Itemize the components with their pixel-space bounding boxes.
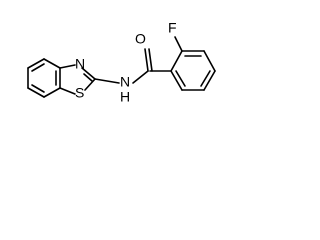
thiazole-ring bbox=[59, 64, 96, 95]
fluorine-label: F bbox=[168, 20, 177, 36]
benzothiazole-benzene-ring bbox=[27, 58, 61, 98]
ring-nitrogen-label: N bbox=[75, 56, 85, 72]
sulfur-label: S bbox=[75, 85, 84, 101]
molecule-structure: F O N S N H bbox=[27, 20, 216, 105]
amide-hydrogen-label: H bbox=[120, 89, 130, 105]
fluorobenzene-ring bbox=[149, 36, 216, 91]
oxygen-label: O bbox=[135, 31, 146, 47]
amide-linkage bbox=[94, 48, 153, 84]
amide-nitrogen-label: N bbox=[120, 74, 130, 90]
